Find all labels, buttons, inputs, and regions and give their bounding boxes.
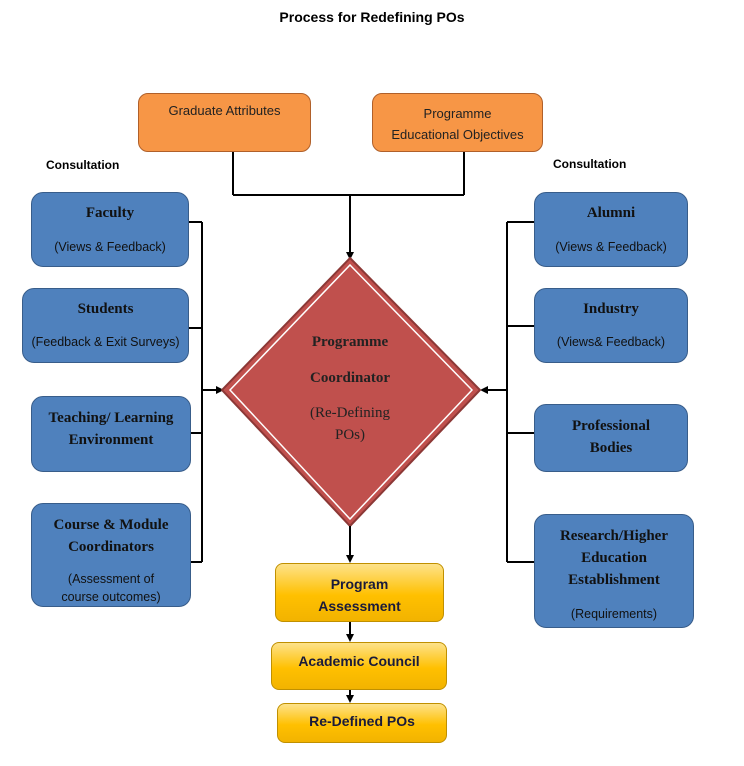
left-connector [189, 221, 224, 563]
redefined-pos-label: Re-Defined POs [309, 713, 415, 729]
right-connector [480, 221, 534, 563]
program-assessment-line2: Assessment [318, 598, 401, 614]
course-heading-line1: Course & Module [53, 517, 169, 533]
program-assessment-line1: Program [330, 576, 389, 592]
research-higher-education-box: Research/Higher Education Establishment … [534, 514, 694, 628]
diamond-label-line3: (Re-Defining [310, 405, 390, 421]
redefined-pos-box: Re-Defined POs [277, 703, 447, 743]
course-module-box: Course & Module Coordinators (Assessment… [31, 503, 191, 607]
professional-heading-line2: Bodies [589, 440, 633, 456]
students-heading: Students [77, 301, 134, 317]
academic-council-label: Academic Council [298, 653, 420, 669]
programme-educational-objectives-box: Programme Educational Objectives [372, 93, 543, 152]
students-sub: (Feedback & Exit Surveys) [31, 335, 180, 349]
teaching-learning-box: Teaching/ Learning Environment [31, 396, 191, 472]
industry-heading: Industry [583, 301, 639, 317]
course-sub-line1: (Assessment of [67, 572, 155, 586]
alumni-sub: (Views & Feedback) [555, 240, 667, 254]
program-assessment-box: Program Assessment [275, 563, 444, 622]
consultation-left-label: Consultation [46, 158, 120, 172]
professional-heading-line1: Professional [571, 418, 651, 434]
diamond-label-line4: POs) [334, 427, 365, 443]
professional-bodies-box: Professional Bodies [534, 404, 688, 472]
graduate-attributes-box: Graduate Attributes [138, 93, 311, 152]
programme-coordinator-diamond [220, 256, 482, 528]
industry-sub: (Views& Feedback) [556, 335, 666, 349]
faculty-heading: Faculty [85, 205, 135, 221]
academic-council-box: Academic Council [271, 642, 447, 690]
research-sub: (Requirements) [570, 607, 658, 621]
top-connector [232, 152, 465, 260]
alumni-box: Alumni (Views & Feedback) [534, 192, 688, 267]
page-title: Process for Redefining POs [279, 9, 465, 25]
peo-label-line1: Programme [423, 106, 492, 121]
graduate-attributes-label: Graduate Attributes [168, 103, 281, 118]
teaching-heading-line2: Environment [68, 432, 154, 448]
research-heading-line3: Establishment [568, 572, 660, 588]
research-heading-line2: Education [581, 550, 647, 566]
peo-label-line2: Educational Objectives [391, 127, 524, 142]
consultation-right-label: Consultation [553, 157, 627, 171]
alumni-heading: Alumni [586, 205, 636, 221]
teaching-heading-line1: Teaching/ Learning [48, 410, 174, 426]
faculty-sub: (Views & Feedback) [54, 240, 166, 254]
diamond-label-line2: Coordinator [310, 370, 390, 386]
course-heading-line2: Coordinators [68, 539, 154, 555]
research-heading-line1: Research/Higher [559, 528, 669, 544]
course-sub-line2: course outcomes) [61, 590, 161, 604]
faculty-box: Faculty (Views & Feedback) [31, 192, 189, 267]
industry-box: Industry (Views& Feedback) [534, 288, 688, 363]
diamond-label-line1: Programme [311, 334, 389, 350]
students-box: Students (Feedback & Exit Surveys) [22, 288, 189, 363]
